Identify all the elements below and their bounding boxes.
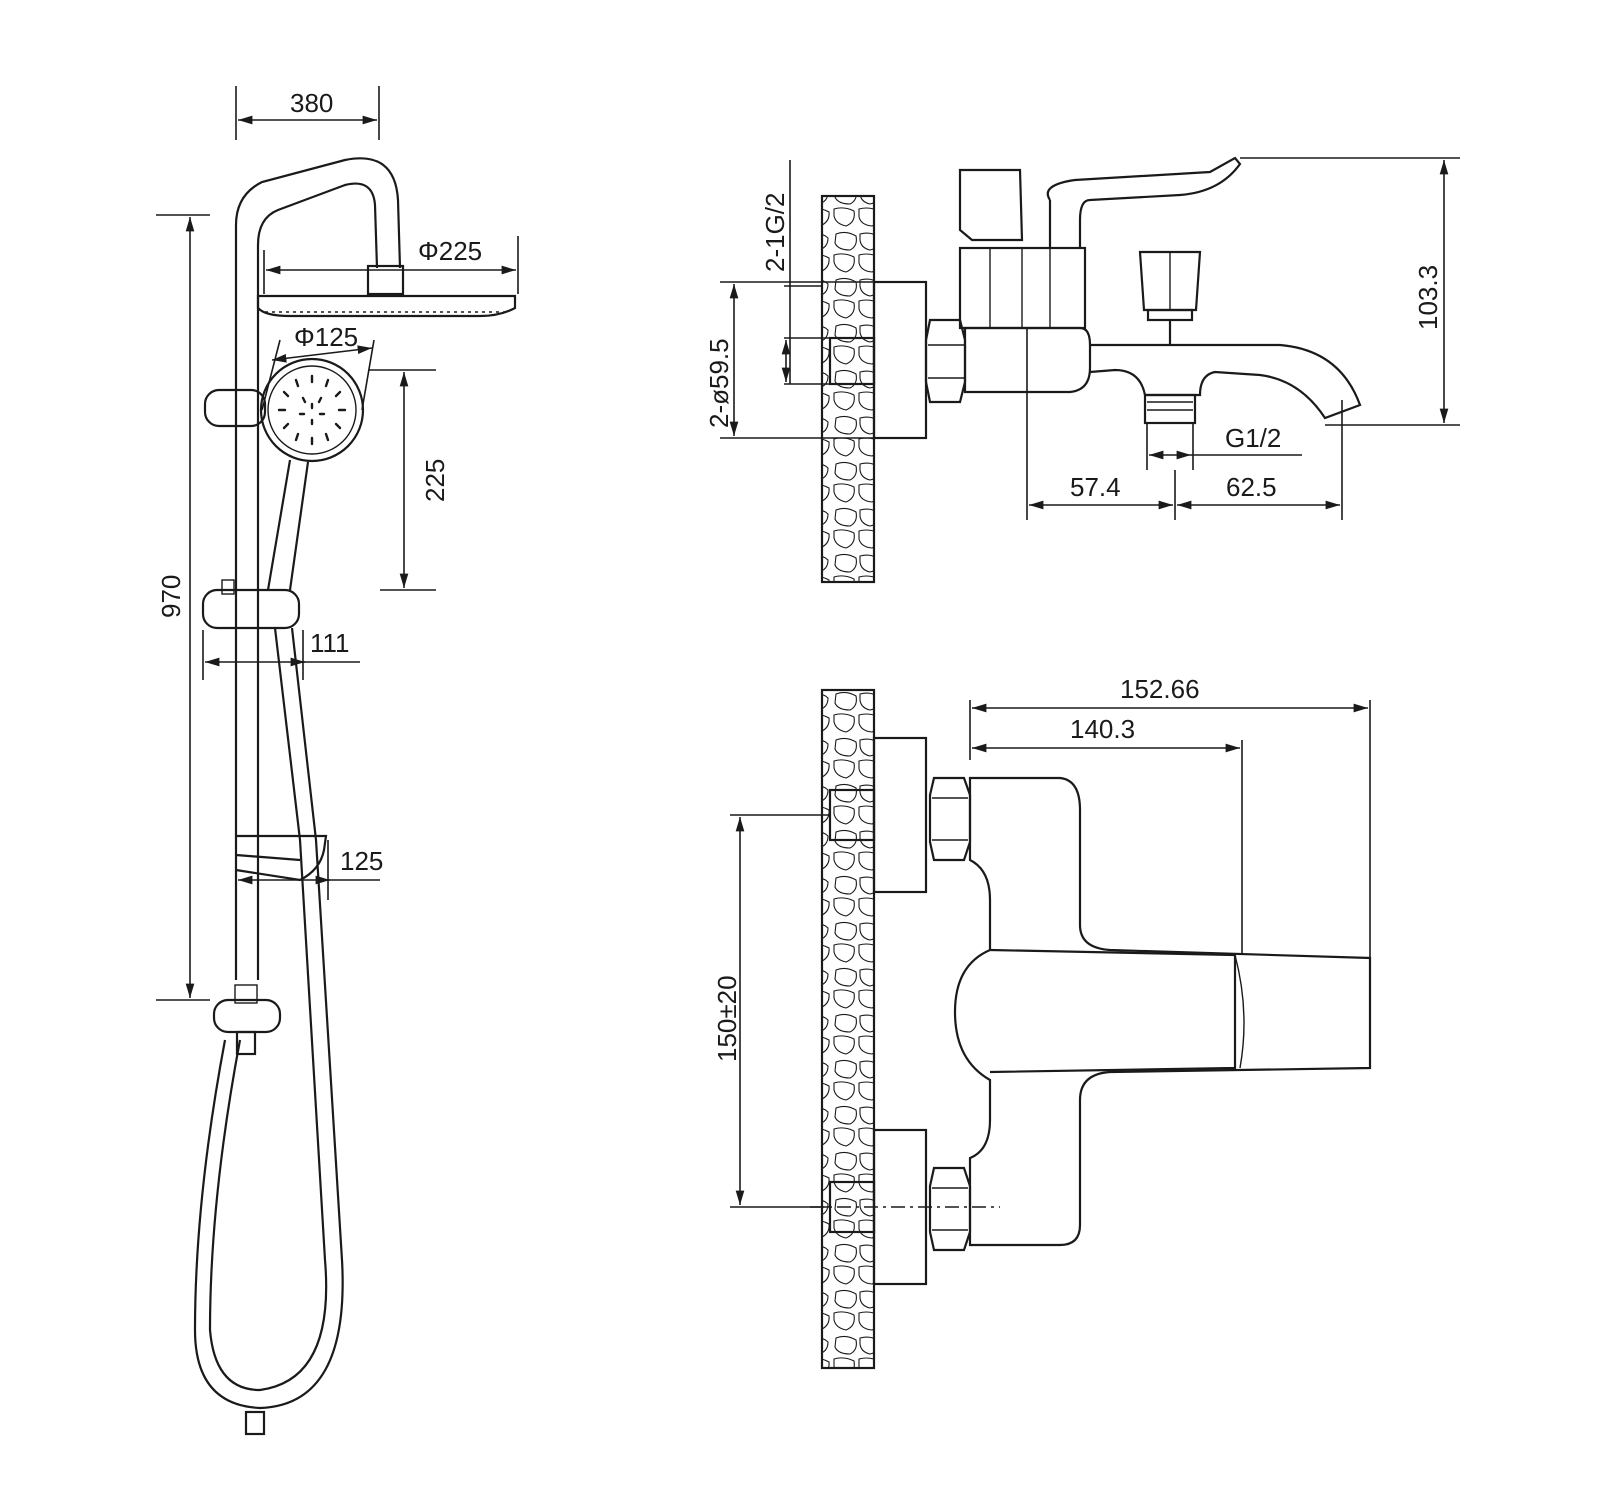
wall-section-bottom <box>820 688 876 1370</box>
connection-nut-bottom <box>928 1166 972 1252</box>
dim-inlet-label: 2-1G/2 <box>760 193 790 273</box>
dim-escutcheon-label: 2-ø59.5 <box>704 338 734 428</box>
mixer-top-view-drawing: 152.66 140.3 150±20 <box>712 674 1372 1370</box>
dim-width-label: 380 <box>290 88 333 118</box>
hose-bottom-nut <box>244 1410 266 1436</box>
shower-arm <box>234 157 402 980</box>
lever-handle-top <box>989 948 1237 1074</box>
dim-top-body-depth-label: 140.3 <box>1070 714 1135 744</box>
dim-shelf-depth-label: 125 <box>340 846 383 876</box>
dim-height-label: 970 <box>156 575 186 618</box>
connection-nut-top <box>928 776 972 862</box>
dim-hand-shower-diameter-label: Φ125 <box>294 322 358 352</box>
lever-handle-side <box>958 156 1242 248</box>
shower-outlet-side <box>1143 393 1197 425</box>
upper-slider-holder <box>203 388 267 428</box>
mixer-body-top <box>953 776 1372 1247</box>
hand-shower-head <box>259 357 365 463</box>
dim-holder-offset-label: 111 <box>310 628 350 658</box>
soap-shelf <box>235 834 328 882</box>
middle-slider-holder <box>201 588 301 630</box>
diverter-valve <box>212 998 282 1034</box>
dim-hand-shower-height-label: 225 <box>420 459 450 502</box>
hand-shower-nozzles <box>277 374 347 446</box>
diverter-knob-side <box>1138 250 1202 312</box>
hand-shower-handle <box>266 459 310 591</box>
rain-shower-head <box>256 294 517 318</box>
dim-head-diameter-label: Φ225 <box>418 236 482 266</box>
mixer-side-view-drawing: 2-1G/2 2-ø59.5 103.3 G1/2 57.4 62.5 <box>704 156 1460 584</box>
dim-body-depth-label: 57.4 <box>1070 472 1121 502</box>
connection-nut-side <box>924 318 967 404</box>
dim-mixer-height-label: 103.3 <box>1413 265 1443 330</box>
shower-hose <box>193 627 344 1410</box>
dim-centers-label: 150±20 <box>712 975 742 1062</box>
dim-spout-reach-label: 62.5 <box>1226 472 1277 502</box>
spout-side <box>1089 343 1362 420</box>
escutcheon-top <box>872 736 928 894</box>
shower-column-drawing: 380 970 Φ225 Φ125 225 111 125 <box>156 86 519 1436</box>
dim-outlet-thread-label: G1/2 <box>1225 423 1281 453</box>
escutcheon-side <box>872 280 928 440</box>
dim-total-depth-label: 152.66 <box>1120 674 1200 704</box>
